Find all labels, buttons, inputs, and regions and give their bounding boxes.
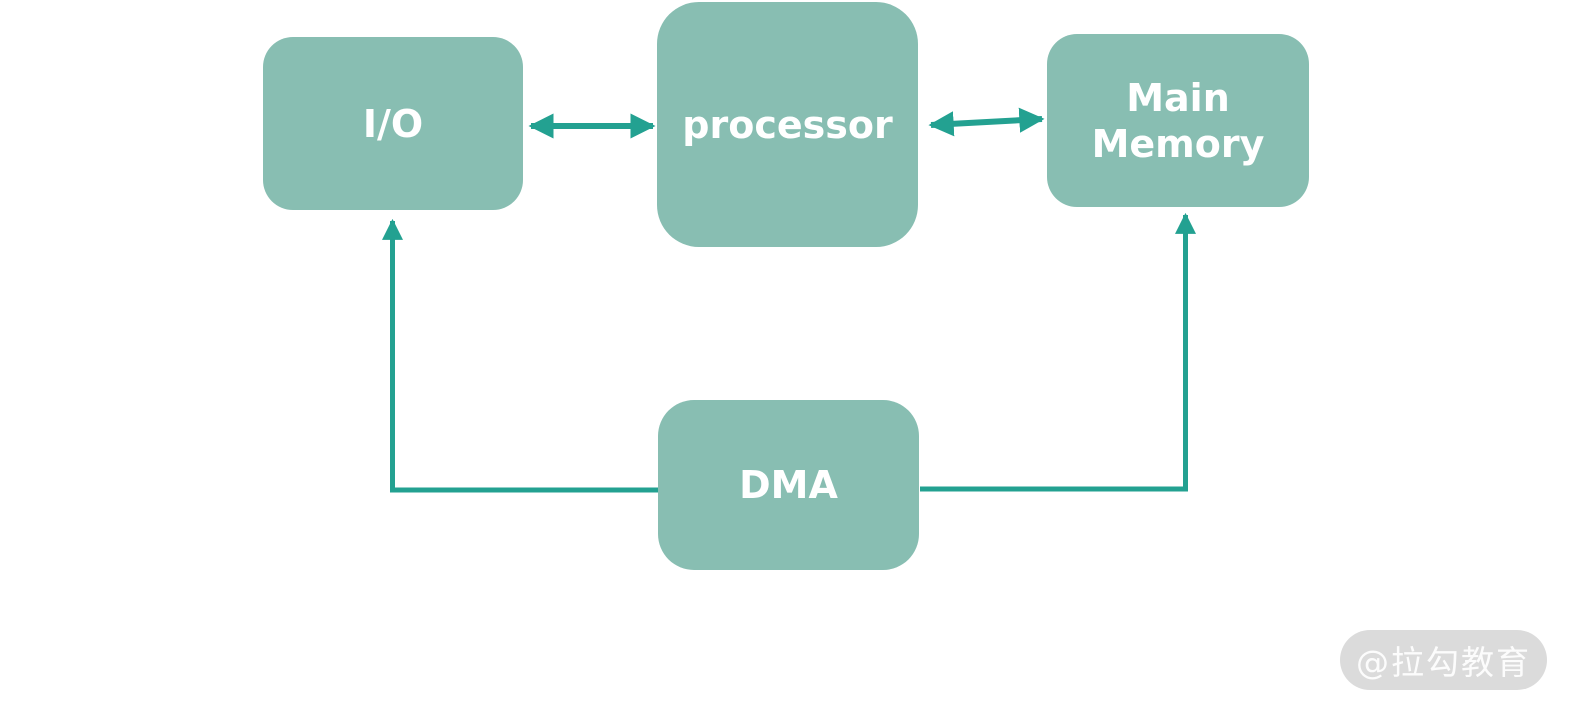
node-processor-label: processor [682,102,893,147]
connector-dma-to-main-memory [920,212,1196,492]
node-io: I/O [263,37,523,210]
arrow-processor-main-memory [928,107,1045,137]
watermark-badge: @拉勾教育 [1340,630,1547,690]
node-main-memory: Main Memory [1047,34,1309,207]
node-main-memory-label: Main Memory [1091,75,1265,166]
node-dma-label: DMA [739,463,838,507]
watermark-label: @拉勾教育 [1356,643,1531,682]
connector-dma-to-io [382,218,658,493]
node-dma: DMA [658,400,919,570]
node-processor: processor [657,2,918,247]
node-io-label: I/O [362,101,424,146]
